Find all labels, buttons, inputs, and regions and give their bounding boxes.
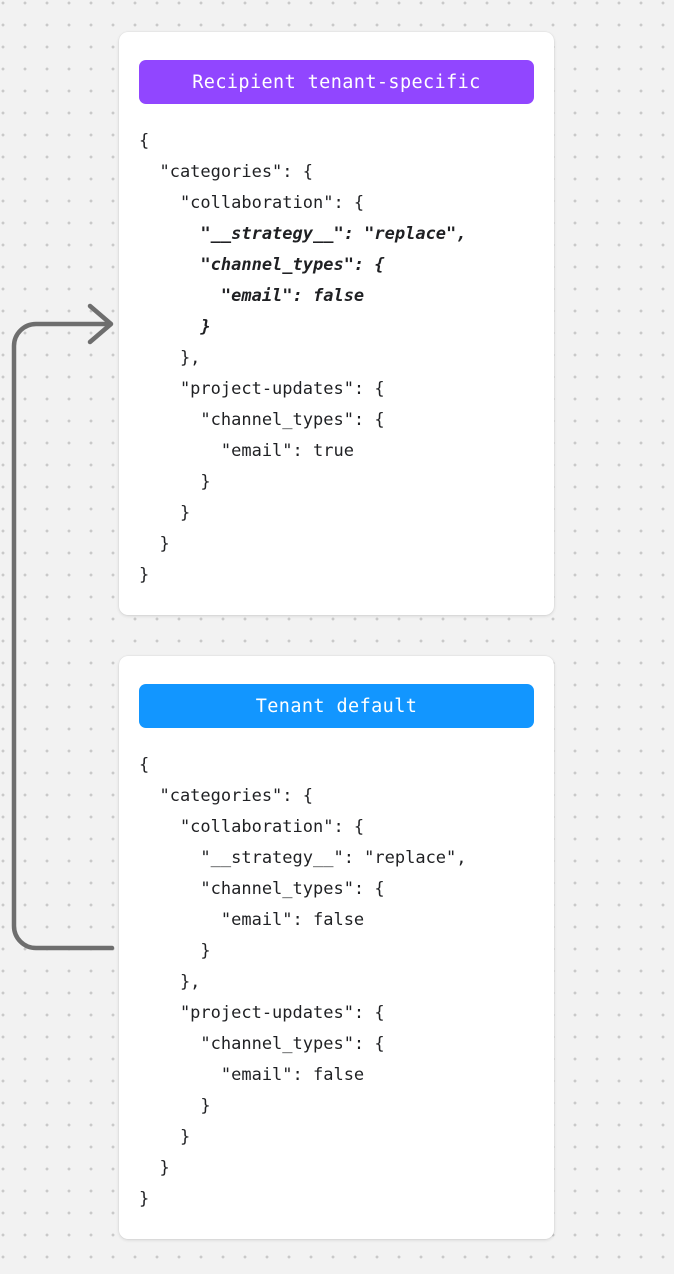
code-line: "channel_types": { — [139, 255, 385, 275]
code-line: "channel_types": { — [139, 410, 385, 430]
code-line: } — [139, 1096, 211, 1116]
code-line: } — [139, 1158, 170, 1178]
card-header-tenant-default: Tenant default — [139, 684, 534, 728]
code-line: "__strategy__": "replace", — [139, 224, 467, 244]
code-line: "channel_types": { — [139, 1034, 385, 1054]
code-line: }, — [139, 972, 201, 992]
connector-arrowhead-icon — [87, 303, 114, 345]
card-header-recipient-tenant-specific: Recipient tenant-specific — [139, 60, 534, 104]
card-tenant-default: Tenant default { "categories": { "collab… — [119, 656, 554, 1239]
code-line: } — [139, 472, 211, 492]
code-line: "email": true — [139, 441, 354, 461]
code-line: } — [139, 534, 170, 554]
code-line: } — [139, 1189, 150, 1209]
code-line: } — [139, 317, 211, 337]
code-line: { — [139, 131, 150, 151]
code-line: } — [139, 1127, 191, 1147]
json-code-tenant-default: { "categories": { "collaboration": { "__… — [139, 750, 534, 1215]
code-line: "collaboration": { — [139, 817, 365, 837]
card-header-label: Tenant default — [255, 695, 418, 717]
code-line: "__strategy__": "replace", — [139, 848, 467, 868]
code-line: "collaboration": { — [139, 193, 365, 213]
code-line: "project-updates": { — [139, 1003, 385, 1023]
code-line: "project-updates": { — [139, 379, 385, 399]
code-line: } — [139, 503, 191, 523]
card-recipient-tenant-specific: Recipient tenant-specific { "categories"… — [119, 32, 554, 615]
code-line: "email": false — [139, 1065, 365, 1085]
code-line: "categories": { — [139, 786, 313, 806]
tenant-default-to-recipient-arrow — [11, 303, 115, 951]
code-line: "channel_types": { — [139, 879, 385, 899]
code-line: } — [139, 565, 150, 585]
code-line: "email": false — [139, 286, 365, 306]
json-code-recipient-tenant-specific: { "categories": { "collaboration": { "__… — [139, 126, 534, 591]
code-line: } — [139, 941, 211, 961]
card-header-label: Recipient tenant-specific — [192, 71, 481, 93]
connector-path — [11, 321, 115, 951]
code-line: { — [139, 755, 150, 775]
code-line: "email": false — [139, 910, 365, 930]
code-line: }, — [139, 348, 201, 368]
code-line: "categories": { — [139, 162, 313, 182]
